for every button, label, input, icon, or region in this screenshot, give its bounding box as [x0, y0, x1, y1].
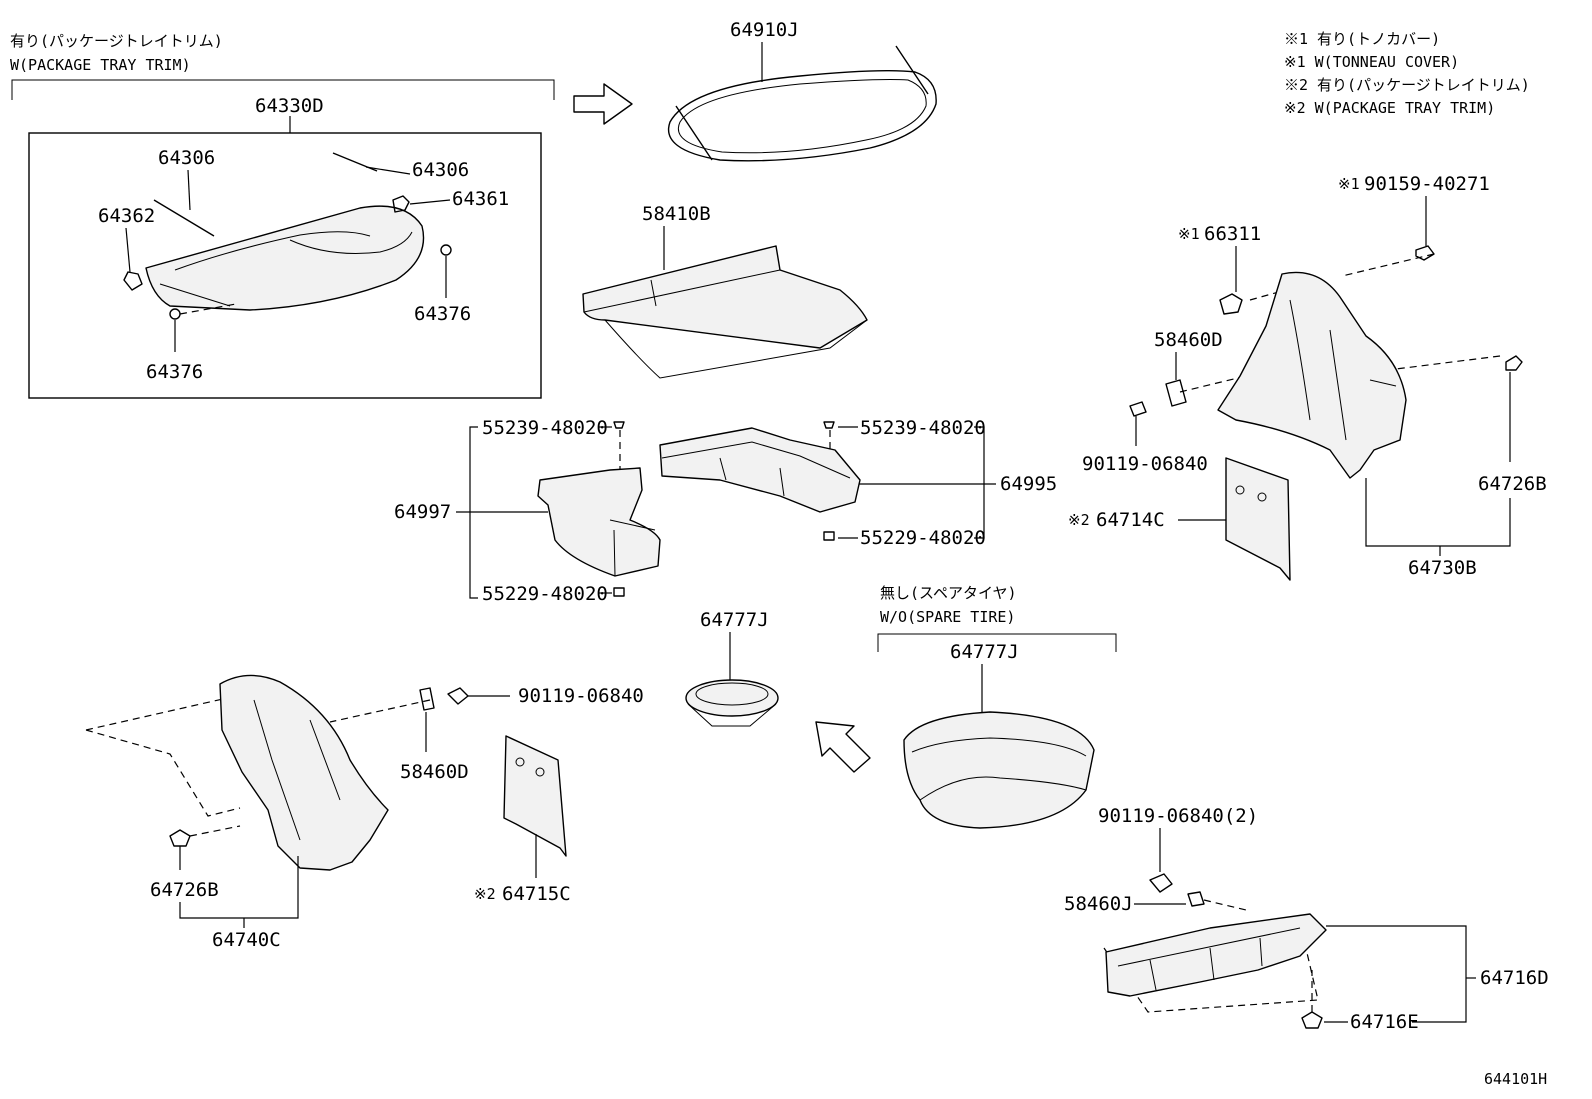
label-66311: 66311: [1204, 223, 1261, 245]
label-55229-left: 55229-48020: [482, 583, 608, 605]
label-90159-40271: 90159-40271: [1364, 173, 1490, 195]
spare-tire-group: 無し(スペアタイヤ) W/O(SPARE TIRE) 64777J: [877, 584, 1117, 829]
side-trim-64740C: [219, 674, 389, 871]
deck-board: [582, 245, 868, 349]
label-90119-right: 90119-06840: [1082, 453, 1208, 475]
box-64997-group: 55239-48020 64997 55229-48020: [394, 417, 661, 605]
clip-55229-right: [823, 531, 835, 541]
mark-66311: ※1: [1178, 225, 1200, 243]
clip-64716E: [1301, 1011, 1323, 1029]
label-64777J-small: 64777J: [700, 609, 769, 631]
screw-90119-bottom: [1149, 873, 1173, 893]
label-64730B: 64730B: [1408, 557, 1477, 579]
clip-64726B-left: [169, 829, 191, 847]
label-55229-right: 55229-48020: [860, 527, 986, 549]
label-64995: 64995: [1000, 473, 1057, 495]
label-64306-left: 64306: [158, 147, 215, 169]
note-1-jp: ※1 有り(トノカバー): [1284, 30, 1440, 48]
cable-64306-left: [153, 199, 215, 237]
left-side-trim-group: 64726B 64740C 58460D 90119-06840 ※2 6471…: [85, 674, 644, 951]
mark-64715C: ※2: [474, 885, 496, 903]
tray-64777J-group: 64777J: [685, 609, 779, 727]
clip-64376-bottom: [169, 308, 181, 320]
tonneau-cover: [668, 69, 937, 162]
mark-90159: ※1: [1338, 175, 1360, 193]
label-58460D-left: 58460D: [400, 761, 469, 783]
note-1-en: ※1 W(TONNEAU COVER): [1284, 53, 1459, 71]
label-55239-left: 55239-48020: [482, 417, 608, 439]
spare-group-label-jp: 無し(スペアタイヤ): [880, 584, 1017, 602]
tray-group-bracket: [11, 79, 555, 100]
label-64361: 64361: [452, 188, 509, 210]
label-64740C: 64740C: [212, 929, 281, 951]
rear-sill-group: 90119-06840(2) 58460J 64716D 64716E: [1064, 805, 1549, 1033]
label-64330D: 64330D: [255, 95, 324, 117]
clip-55239-left: [613, 421, 625, 429]
package-tray-group: 有り(パッケージトレイトリム) W(PACKAGE TRAY TRIM) 643…: [10, 32, 555, 399]
right-side-trim-group: ※1 90159-40271 ※1 66311 58460D 90119-068…: [1068, 173, 1547, 581]
clip-58460D-right: [1165, 379, 1187, 407]
deck-board-group: 58410B: [582, 203, 868, 379]
note-2-jp: ※2 有り(パッケージトレイトリム): [1284, 76, 1530, 94]
side-trim-64730B: [1217, 271, 1407, 479]
label-64997: 64997: [394, 501, 451, 523]
label-58460D-right: 58460D: [1154, 329, 1223, 351]
clip-64361: [392, 195, 410, 213]
label-55239-right: 55239-48020: [860, 417, 986, 439]
label-64306-right: 64306: [412, 159, 469, 181]
tray-box: [28, 132, 542, 399]
rear-sill-plate-64716D: [1105, 913, 1327, 997]
box-64995-group: 55239-48020 55229-48020 64995: [659, 417, 1057, 549]
clip-58460D-left: [419, 687, 435, 711]
panel-64715C: [503, 735, 567, 857]
clip-64362: [123, 271, 143, 291]
arrow-right-icon: [573, 83, 633, 125]
spare-group-label-en: W/O(SPARE TIRE): [880, 608, 1015, 626]
clip-55229-left: [613, 587, 625, 597]
label-64715C: 64715C: [502, 883, 571, 905]
notes-legend: ※1 有り(トノカバー) ※1 W(TONNEAU COVER) ※2 有り(パ…: [1284, 30, 1530, 117]
label-64376-bottom: 64376: [146, 361, 203, 383]
arrow-left-icon: [815, 721, 871, 773]
label-64362: 64362: [98, 205, 155, 227]
box-64995: [659, 427, 861, 513]
label-64777J-large: 64777J: [950, 641, 1019, 663]
box-64997: [537, 467, 661, 577]
label-64726B-right: 64726B: [1478, 473, 1547, 495]
clip-64376-right: [440, 244, 452, 256]
label-64716D: 64716D: [1480, 967, 1549, 989]
screw-90159: [1415, 245, 1435, 261]
clip-66311: [1219, 293, 1243, 315]
note-2-en: ※2 W(PACKAGE TRAY TRIM): [1284, 99, 1495, 117]
mark-64714C: ※2: [1068, 511, 1090, 529]
screw-90119-right: [1129, 401, 1147, 417]
tray-group-label-jp: 有り(パッケージトレイトリム): [10, 32, 223, 50]
label-64376-right: 64376: [414, 303, 471, 325]
label-58410B: 58410B: [642, 203, 711, 225]
label-58460J: 58460J: [1064, 893, 1133, 915]
screw-90119-left: [447, 687, 469, 705]
tray-group-label-en: W(PACKAGE TRAY TRIM): [10, 56, 191, 74]
label-64716E: 64716E: [1350, 1011, 1419, 1033]
spare-group-bracket: [877, 633, 1117, 652]
label-64726B-left: 64726B: [150, 879, 219, 901]
spare-tire-tray-64777J: [903, 711, 1095, 829]
clip-58460J: [1187, 891, 1205, 907]
label-90119-left: 90119-06840: [518, 685, 644, 707]
label-64714C: 64714C: [1096, 509, 1165, 531]
tray-64777J-small: [685, 679, 779, 717]
label-90119-06840-2: 90119-06840(2): [1098, 805, 1258, 827]
clip-55239-right: [823, 421, 835, 429]
tonneau-cover-group: 64910J: [668, 19, 937, 162]
package-tray-trim: [145, 205, 425, 311]
label-64910J: 64910J: [730, 19, 799, 41]
diagram-code: 644101H: [1484, 1070, 1547, 1088]
clip-64726B-right: [1505, 355, 1523, 371]
panel-64714C: [1225, 457, 1291, 581]
